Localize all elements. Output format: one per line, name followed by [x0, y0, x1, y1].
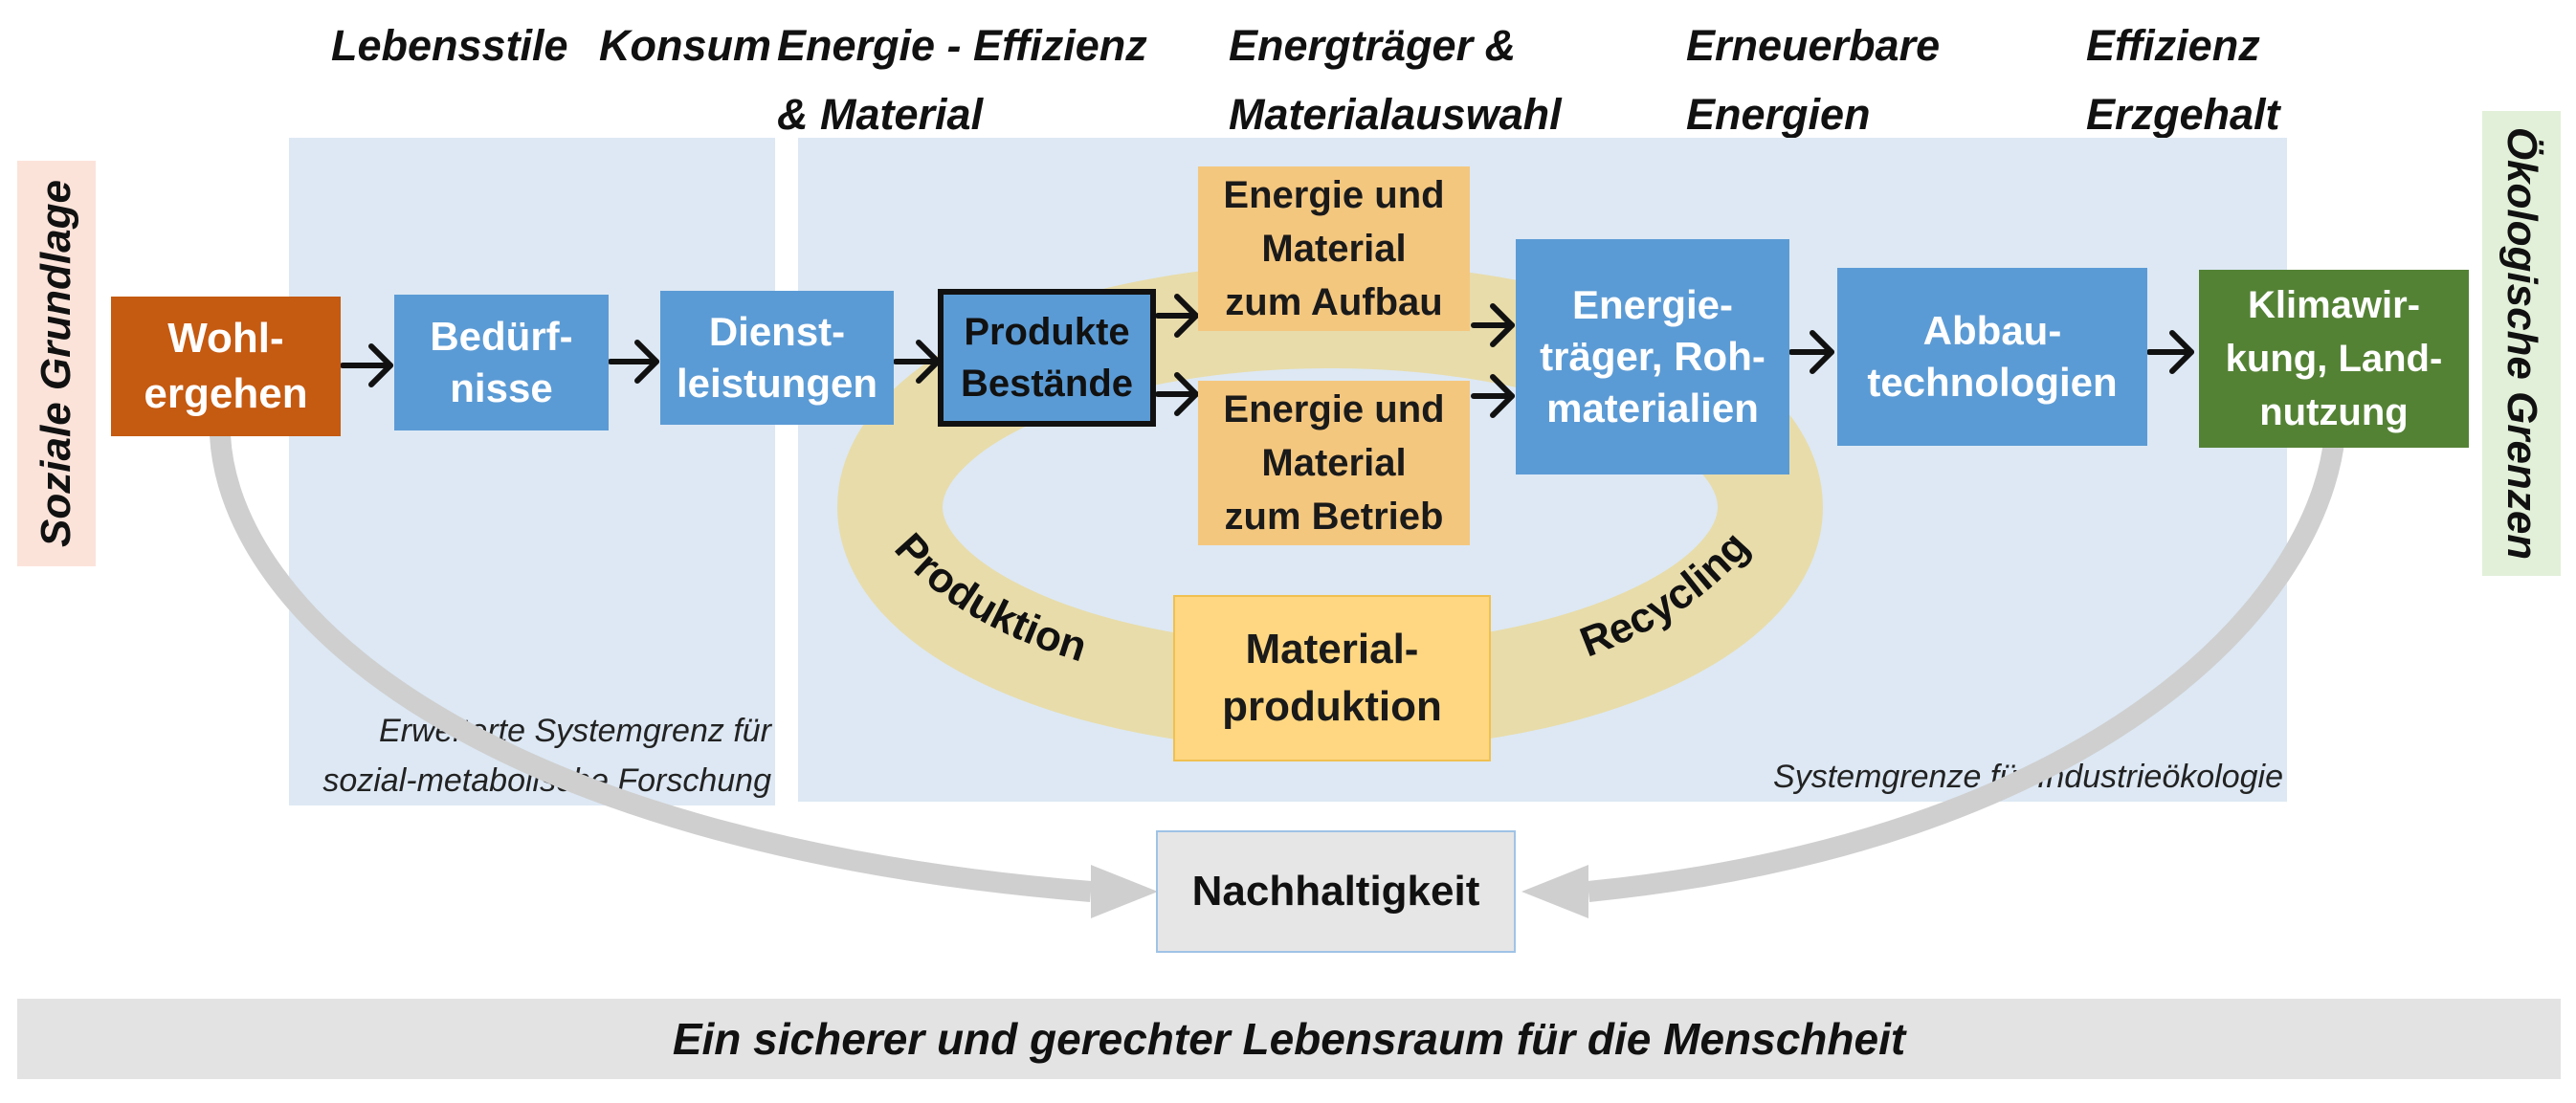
dienstleistungen-box: Dienst- leistungen [660, 291, 894, 425]
betrieb-box: Energie und Material zum Betrieb [1198, 381, 1470, 545]
materialproduktion-box: Material- produktion [1173, 595, 1491, 761]
arrow-abbau-klima [2146, 330, 2194, 374]
social-arrowhead [1091, 865, 1158, 918]
arrow-produkte-betrieb [1155, 372, 1199, 416]
footer-banner: Ein sicherer und gerechter Lebensraum fü… [17, 999, 2561, 1079]
ecological-arrowhead [1521, 865, 1588, 918]
category-konsum: Konsum [599, 21, 771, 70]
arrow-betrieb-energietraeger [1471, 374, 1515, 418]
arrow-energietraeger-abbau [1788, 330, 1834, 374]
category-energietraeger: Energträger & Materialauswahl [1229, 21, 1562, 139]
arrow-aufbau-energietraeger [1471, 303, 1515, 347]
abbautechnologien-box: Abbau- technologien [1837, 268, 2147, 446]
category-erneuerbare: Erneuerbare Energien [1686, 21, 1941, 139]
nachhaltigkeit-box: Nachhaltigkeit [1156, 830, 1516, 953]
arrow-wohlergehen-beduerfnisse [340, 343, 393, 387]
category-lebensstile: Lebensstile [331, 21, 568, 70]
category-effizienz: Effizienz Erzgehalt [2086, 21, 2280, 139]
beduerfnisse-box: Bedürf- nisse [394, 295, 609, 430]
social-to-sustainability-arrow [210, 434, 1092, 902]
produkte-bestaende-box: Produkte Bestände [938, 289, 1156, 427]
aufbau-box: Energie und Material zum Aufbau [1198, 166, 1470, 331]
klimawirkung-box: Klimawir- kung, Land- nutzung [2199, 270, 2469, 448]
ecological-to-sustainability-arrow [1587, 433, 2345, 902]
soziale-grundlage-label: Soziale Grundlage [17, 161, 96, 566]
extended-system-boundary [289, 138, 775, 805]
wohlergehen-box: Wohl- ergehen [111, 297, 341, 436]
arrow-produkte-aufbau [1155, 294, 1199, 338]
category-energie-effizienz: Energie - Effizienz & Material [777, 21, 1147, 139]
energietraeger-box: Energie- träger, Roh- materialien [1516, 239, 1789, 474]
oekologische-grenzen-label: Ökologische Grenzen [2482, 111, 2561, 576]
arrow-beduerfnisse-dienstleistungen [608, 340, 659, 384]
